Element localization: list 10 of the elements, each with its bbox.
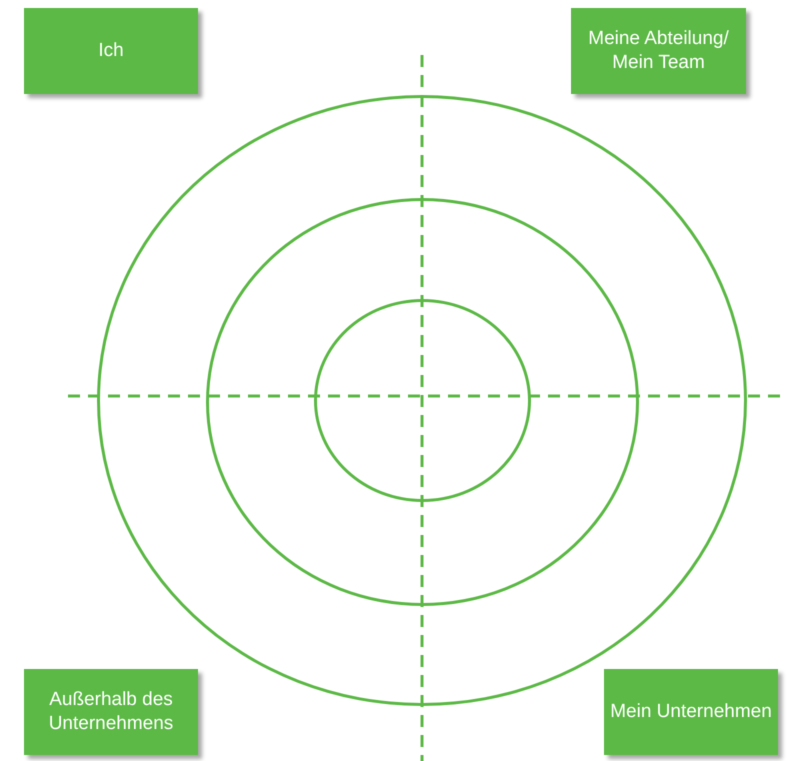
box-label: Außerhalb des Unternehmens [48,688,174,736]
label-box [604,669,778,755]
ellipse-ring [206,198,639,606]
label-box [24,8,198,94]
label-box [24,669,198,755]
box-label: Ich [98,39,124,63]
ellipse-ring [314,299,531,502]
box-label: Mein Unternehmen [610,700,772,724]
label-box [571,8,746,94]
box-label: Meine Abteilung/ Mein Team [587,27,730,75]
